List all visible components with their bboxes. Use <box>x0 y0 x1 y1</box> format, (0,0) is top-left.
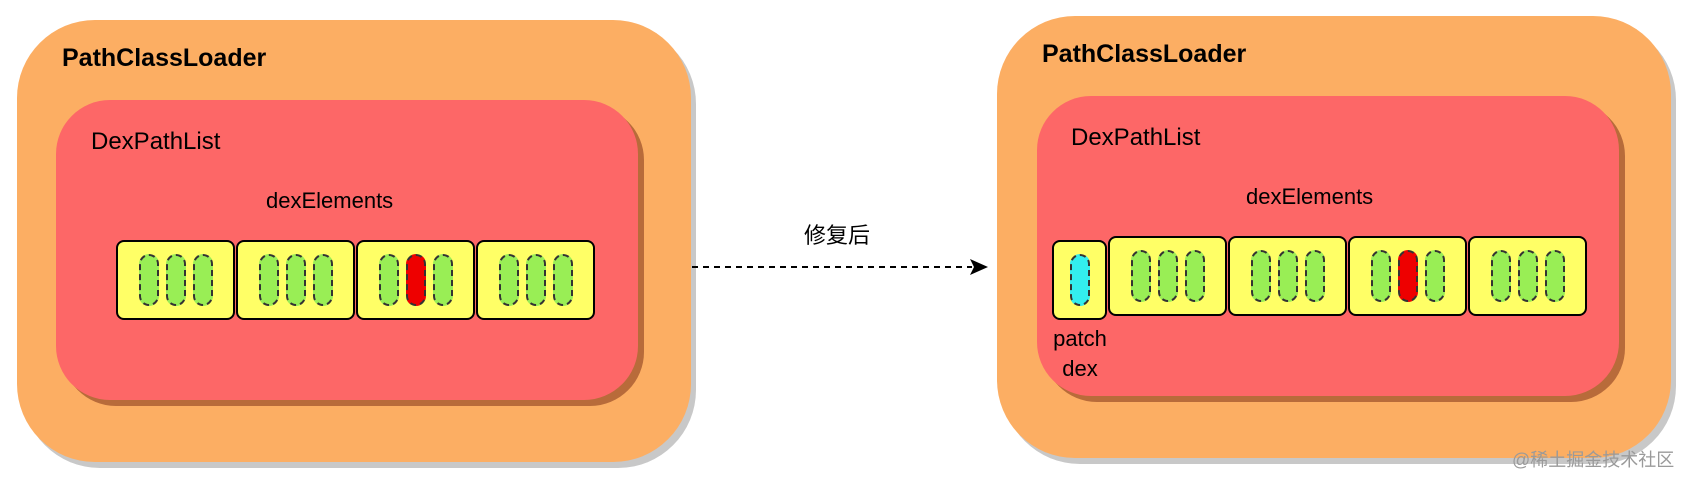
class-element <box>1424 250 1445 302</box>
right-dexpathlist-title: DexPathList <box>1071 124 1201 151</box>
dex-file <box>1468 236 1587 316</box>
watermark: @稀土掘金技术社区 <box>1512 450 1675 470</box>
patch-dex-label: patch dex <box>1040 324 1120 384</box>
class-element <box>552 254 573 306</box>
buggy-class-element <box>405 254 426 306</box>
fixed-class-element <box>1069 254 1090 306</box>
dashed-arrow <box>692 259 988 275</box>
arrow-label: 修复后 <box>804 223 871 248</box>
dex-file <box>1228 236 1347 316</box>
class-element <box>498 254 519 306</box>
dex-file <box>1348 236 1467 316</box>
left-dex-elements-array <box>116 240 596 320</box>
right-dex-elements-array <box>1108 236 1588 316</box>
class-element <box>165 254 186 306</box>
class-element <box>432 254 453 306</box>
dex-file <box>236 240 355 320</box>
class-element <box>1517 250 1538 302</box>
class-element <box>525 254 546 306</box>
class-element <box>1370 250 1391 302</box>
class-element <box>1304 250 1325 302</box>
buggy-class-element <box>1397 250 1418 302</box>
left-pathclassloader-title: PathClassLoader <box>62 44 267 72</box>
class-element <box>138 254 159 306</box>
dex-file <box>116 240 235 320</box>
class-element <box>192 254 213 306</box>
class-element <box>1157 250 1178 302</box>
dex-file <box>356 240 475 320</box>
left-dexpathlist-title: DexPathList <box>91 128 221 155</box>
class-element <box>1184 250 1205 302</box>
class-element <box>258 254 279 306</box>
class-element <box>1490 250 1511 302</box>
class-element <box>1544 250 1565 302</box>
class-element <box>378 254 399 306</box>
class-element <box>285 254 306 306</box>
patch-dex-file <box>1052 240 1107 320</box>
class-element <box>1130 250 1151 302</box>
left-dexelements-label: dexElements <box>266 188 394 213</box>
class-element <box>1250 250 1271 302</box>
right-dexelements-label: dexElements <box>1246 184 1374 209</box>
right-pathclassloader-title: PathClassLoader <box>1042 40 1247 68</box>
class-element <box>1277 250 1298 302</box>
patch-label-line2: dex <box>1062 356 1098 381</box>
dex-file <box>476 240 595 320</box>
dex-file <box>1108 236 1227 316</box>
patch-label-line1: patch <box>1053 326 1107 351</box>
class-element <box>312 254 333 306</box>
